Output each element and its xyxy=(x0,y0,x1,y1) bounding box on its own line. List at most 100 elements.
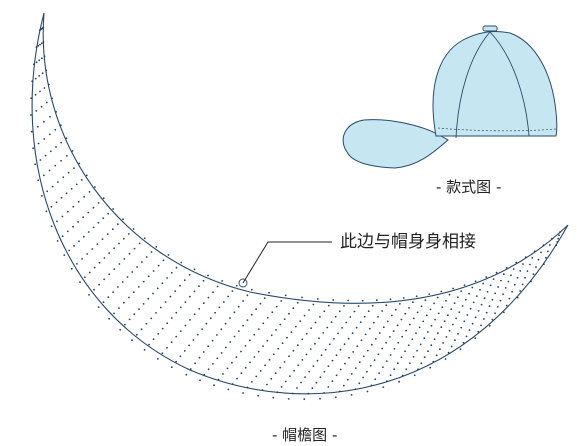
stitch-dot xyxy=(43,55,46,58)
stitch-dot xyxy=(460,290,463,292)
stitch-dot xyxy=(199,379,201,382)
stitch-dot xyxy=(507,280,510,283)
stitch-dot xyxy=(138,308,140,310)
stitch-dot xyxy=(170,341,173,344)
stitch-dot xyxy=(533,250,536,253)
stitch-dot xyxy=(101,238,104,241)
stitch-dot xyxy=(63,254,66,256)
stitch-dot xyxy=(279,323,282,326)
stitch-dot xyxy=(428,293,431,295)
stitch-dot xyxy=(500,279,502,282)
stitch-dot xyxy=(41,195,43,197)
stitch-dot xyxy=(442,342,444,344)
stitch-dot xyxy=(150,251,153,253)
stitch-dot xyxy=(516,296,519,299)
stitch-dot xyxy=(235,284,238,287)
stitch-dot xyxy=(360,339,363,342)
stitch-dot xyxy=(41,57,43,60)
stitch-dot xyxy=(174,290,177,292)
stitch-dot xyxy=(97,306,100,308)
stitch-dot xyxy=(430,344,433,347)
stitch-dot xyxy=(502,293,504,296)
stitch-dot xyxy=(296,387,298,389)
stitch-dot xyxy=(157,333,160,335)
stitch-dot xyxy=(261,389,264,391)
stitch-dot xyxy=(62,176,65,179)
stitch-dot xyxy=(196,333,199,336)
stitch-dot xyxy=(60,124,62,127)
stitch-dot xyxy=(119,328,122,331)
stitch-dot xyxy=(271,311,274,314)
stitch-dot xyxy=(297,364,300,367)
stitch-dot xyxy=(526,270,529,272)
stitch-dot xyxy=(211,339,214,342)
stitch-dot xyxy=(394,308,397,311)
stitch-dot xyxy=(281,342,284,345)
stitch-dot xyxy=(447,314,449,317)
stitch-dot xyxy=(218,306,221,309)
stitch-dot xyxy=(412,317,415,320)
stitch-dot xyxy=(122,237,125,240)
stitch-dot xyxy=(92,206,95,209)
cap-band-stitch xyxy=(437,127,557,132)
stitch-dot xyxy=(519,270,522,272)
stitch-dot xyxy=(66,230,69,233)
stitch-dot xyxy=(459,348,462,351)
stitch-dot xyxy=(433,302,435,305)
stitch-dot xyxy=(480,303,483,306)
stitch-dot xyxy=(231,383,234,385)
stitch-dot xyxy=(529,263,531,266)
stitch-dot xyxy=(128,252,131,255)
stitch-dot xyxy=(443,320,446,323)
stitch-dot xyxy=(389,354,392,356)
cap-button xyxy=(482,25,498,32)
stitch-dot xyxy=(401,335,404,338)
stitch-dot xyxy=(246,386,249,389)
stitch-dot xyxy=(124,323,126,326)
stitch-dot xyxy=(292,349,295,352)
stitch-dot xyxy=(491,318,494,321)
stitch-dot xyxy=(486,290,489,293)
stitch-dot xyxy=(147,297,150,300)
stitch-dot xyxy=(393,368,396,371)
stitch-dot xyxy=(378,332,381,334)
stitch-dot xyxy=(469,307,472,310)
stitch-dot xyxy=(123,258,126,260)
stitch-dot xyxy=(491,298,494,301)
stitch-dot xyxy=(464,298,467,301)
stitch-dot xyxy=(461,305,464,307)
stitch-dot xyxy=(315,381,318,384)
stitch-dot xyxy=(70,188,73,190)
stitch-dot xyxy=(363,315,366,318)
stitch-dot xyxy=(127,233,130,235)
stitch-dot xyxy=(34,77,37,80)
stitch-dot xyxy=(246,319,249,321)
stitch-dot xyxy=(389,374,392,377)
stitch-dot xyxy=(161,282,164,285)
stitch-dot xyxy=(133,247,136,250)
stitch-dot xyxy=(145,256,148,258)
stitch-dot xyxy=(117,286,119,288)
stitch-dot xyxy=(257,394,259,397)
stitch-dot xyxy=(33,63,35,66)
stitch-dot xyxy=(141,261,143,263)
stitch-dot xyxy=(137,286,140,288)
stitch-dot xyxy=(30,130,33,133)
stitch-dot xyxy=(236,377,238,380)
stitch-dot xyxy=(111,228,114,231)
stitch-dot xyxy=(242,324,245,327)
stitch-dot xyxy=(351,332,354,335)
stitch-dot xyxy=(460,326,463,329)
stitch-dot xyxy=(364,333,367,336)
stitch-dot xyxy=(73,245,75,247)
stitch-dot xyxy=(276,391,279,394)
stitch-dot xyxy=(422,320,425,323)
stitch-dot xyxy=(82,216,85,219)
stitch-dot xyxy=(156,287,159,290)
stitch-dot xyxy=(42,41,45,43)
stitch-dot xyxy=(323,392,325,394)
stitch-dot xyxy=(346,378,349,381)
stitch-dot xyxy=(128,318,131,321)
stitch-dot xyxy=(323,310,326,313)
stitch-dot xyxy=(450,308,453,311)
